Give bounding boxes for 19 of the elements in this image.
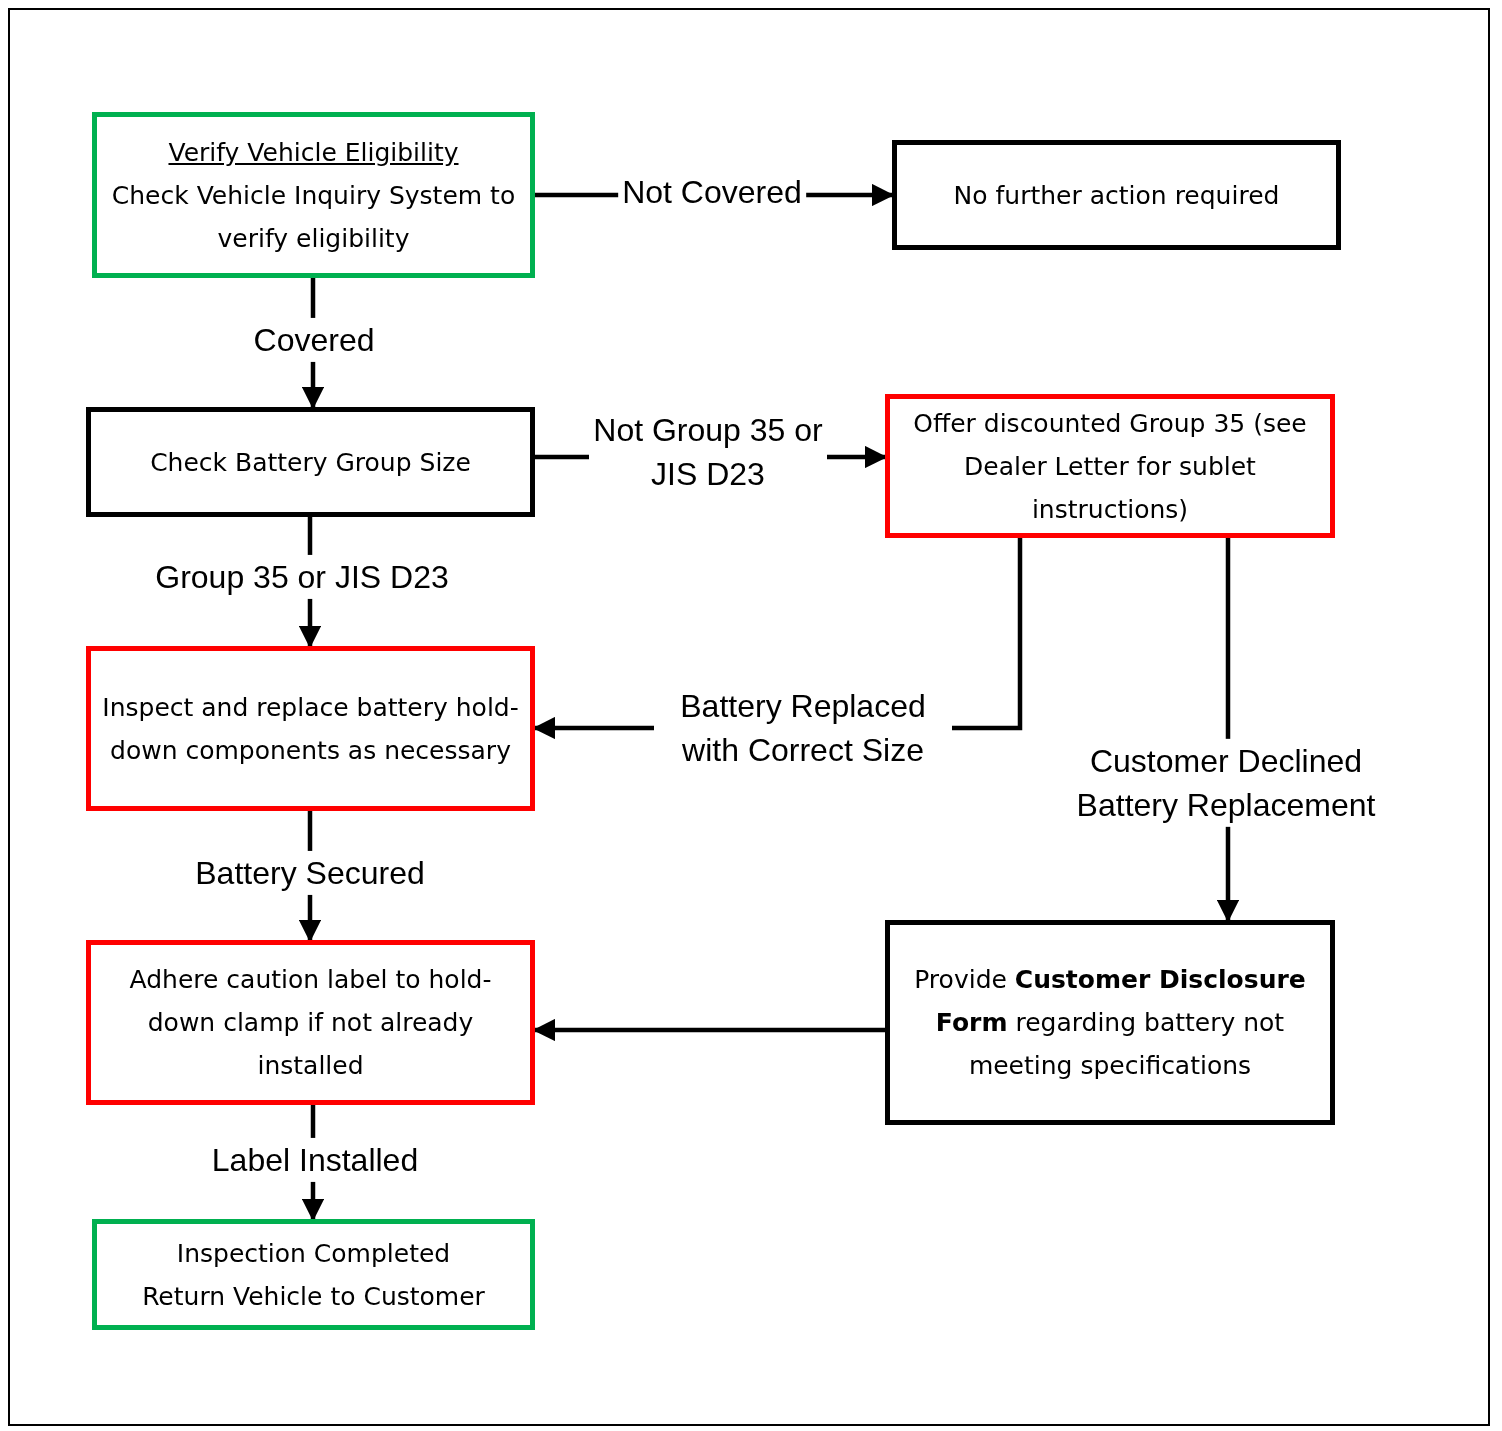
process-box: [86, 407, 535, 517]
process-box: [86, 940, 535, 1105]
box-text: Provide Customer Disclosure Form regarding battery not meeting specifications: [913, 964, 1307, 1082]
process-box: [86, 646, 535, 811]
box-text: Offer discounted Group 35 (see Dealer Letter for sublet instructions): [912, 407, 1308, 526]
arrow: [532, 1018, 885, 1042]
process-box: [92, 112, 535, 278]
process-box: [92, 1219, 535, 1330]
box-text: Return Vehicle to Customer: [142, 1280, 485, 1313]
box-text: Inspect and replace battery hold-down components as necessary: [101, 691, 520, 767]
box-heading: Verify Vehicle Eligibility: [168, 136, 459, 169]
box-text: Check Battery Group Size: [150, 446, 471, 479]
process-box: [885, 394, 1335, 538]
process-box: [885, 920, 1335, 1125]
box-text: No further action required: [953, 179, 1280, 212]
process-box: [892, 140, 1341, 250]
box-heading: Inspection Completed: [176, 1237, 451, 1270]
box-text: Adhere caution label to hold-down clamp if not already installed: [128, 964, 493, 1082]
box-text: Check Vehicle Inquiry System to verify eligibility: [110, 179, 517, 255]
